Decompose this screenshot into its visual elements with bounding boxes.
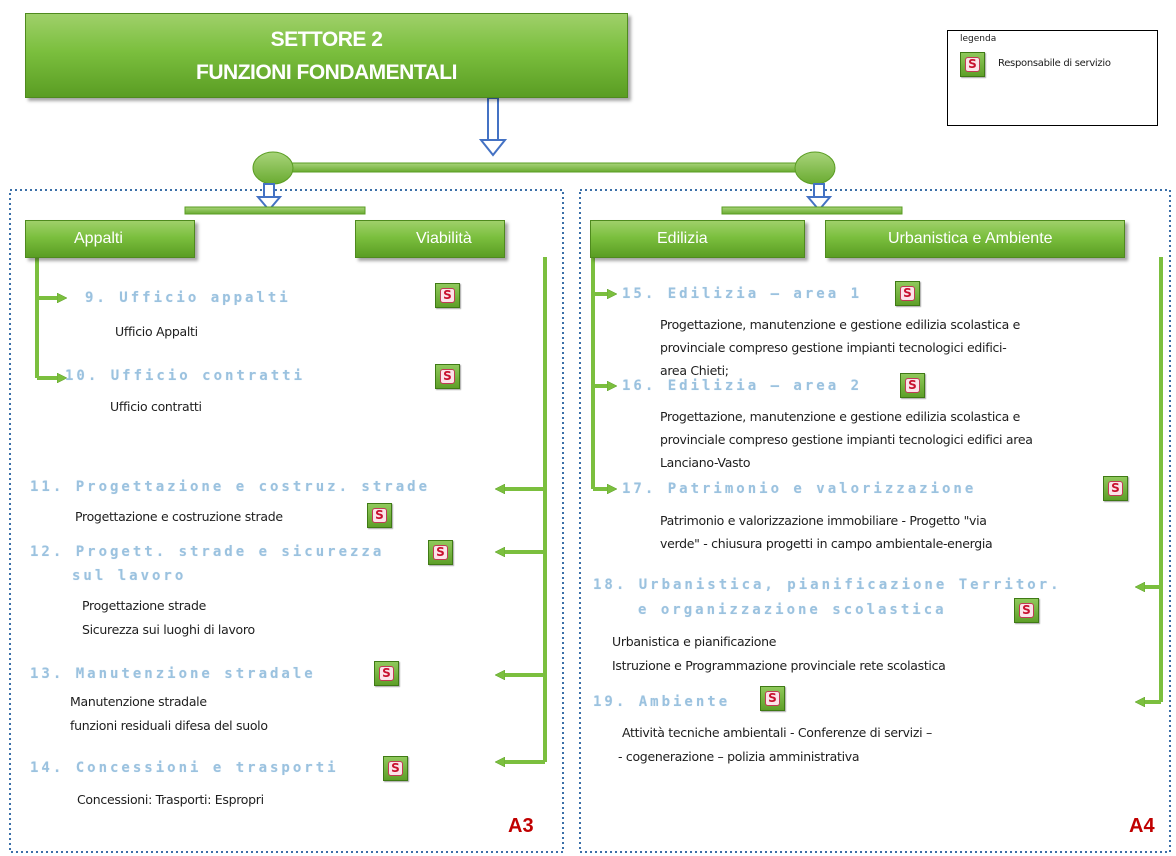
sector-title-line2: FUNZIONI FONDAMENTALI	[196, 60, 457, 84]
legend-responsible-badge-icon: S	[960, 52, 985, 77]
section-border-left	[9, 189, 564, 853]
item-15-desc-line1: Progettazione, manutenzione e gestione e…	[660, 317, 1020, 332]
area-box-viabilita: Viabilità	[355, 220, 505, 258]
item-13-desc-line1: Manutenzione stradale	[70, 694, 207, 709]
left-down-arrow-icon	[255, 183, 283, 212]
item-10-desc: Ufficio contratti	[110, 399, 202, 414]
item-13-title: 13. Manutenzione stradale	[30, 666, 316, 682]
item-14-desc: Concessioni: Trasporti: Espropri	[77, 792, 264, 807]
item-17-responsible-badge-icon: S	[1103, 476, 1128, 501]
item-9-title: 9. Ufficio appalti	[85, 290, 291, 306]
item-12-title: 12. Progett. strade e sicurezza	[30, 544, 385, 560]
area-box-urbanistica-ambiente: Urbanistica e Ambiente	[825, 220, 1125, 258]
area-label-viabilita: Viabilità	[416, 230, 472, 247]
area-label-urbanistica-ambiente: Urbanistica e Ambiente	[888, 230, 1053, 247]
item-19-desc-line2: - cogenerazione – polizia amministrativa	[618, 749, 860, 764]
item-13-responsible-badge-icon: S	[374, 661, 399, 686]
item-17-desc-line2: verde" - chiusura progetti in campo ambi…	[660, 536, 993, 551]
legend-title: legenda	[960, 34, 997, 44]
title-down-arrow-icon	[478, 97, 508, 157]
main-branch-bar	[271, 162, 826, 173]
item-16-desc-line3: Lanciano-Vasto	[660, 455, 751, 470]
item-11-title: 11. Progettazione e costruz. strade	[30, 479, 431, 495]
item-11-desc: Progettazione e costruzione strade	[75, 509, 283, 524]
area-label-edilizia: Edilizia	[657, 230, 708, 247]
legend-box: legenda S Responsabile di servizio	[947, 30, 1158, 126]
sector-title-box: SETTORE 2 FUNZIONI FONDAMENTALI	[25, 13, 628, 98]
section-code-left: A3	[508, 815, 534, 837]
branch-node-right	[794, 151, 836, 185]
item-10-title: 10. Ufficio contratti	[65, 368, 306, 384]
item-16-desc-line1: Progettazione, manutenzione e gestione e…	[660, 409, 1020, 424]
item-18-title-line2: e organizzazione scolastica	[638, 602, 947, 618]
item-19-title: 19. Ambiente	[593, 694, 731, 710]
item-17-title: 17. Patrimonio e valorizzazione	[622, 481, 977, 497]
legend-label: Responsabile di servizio	[998, 58, 1111, 69]
item-15-title: 15. Edilizia – area 1	[622, 286, 863, 302]
item-14-responsible-badge-icon: S	[383, 756, 408, 781]
item-18-desc-line2: Istruzione e Programmazione provinciale …	[612, 658, 946, 673]
sector-title-line1: SETTORE 2	[270, 27, 383, 51]
area-box-edilizia: Edilizia	[590, 220, 805, 258]
item-9-desc: Ufficio Appalti	[115, 324, 198, 339]
item-17-desc-line1: Patrimonio e valorizzazione immobiliare …	[660, 513, 987, 528]
right-down-arrow-icon	[805, 183, 833, 212]
item-11-responsible-badge-icon: S	[367, 503, 392, 528]
item-12-desc-line2: Sicurezza sui luoghi di lavoro	[82, 622, 255, 637]
item-12-title-line2: sul lavoro	[72, 568, 187, 584]
item-18-desc-line1: Urbanistica e pianificazione	[612, 634, 777, 649]
item-12-responsible-badge-icon: S	[428, 540, 453, 565]
item-15-desc-line2: provinciale compreso gestione impianti t…	[660, 340, 1007, 355]
item-18-responsible-badge-icon: S	[1014, 598, 1039, 623]
item-12-desc-line1: Progettazione strade	[82, 598, 207, 613]
area-label-appalti: Appalti	[74, 230, 123, 247]
item-13-desc-line2: funzioni residuali difesa del suolo	[70, 718, 268, 733]
item-15-desc-line3: area Chieti;	[660, 363, 729, 378]
area-box-appalti: Appalti	[25, 220, 195, 258]
section-code-right: A4	[1129, 815, 1155, 837]
section-border-right	[579, 189, 1171, 853]
item-10-responsible-badge-icon: S	[435, 364, 460, 389]
item-15-responsible-badge-icon: S	[895, 281, 920, 306]
branch-node-left	[252, 151, 294, 185]
item-9-responsible-badge-icon: S	[435, 283, 460, 308]
item-16-desc-line2: provinciale compreso gestione impianti t…	[660, 432, 1033, 447]
item-18-title: 18. Urbanistica, pianificazione Territor…	[593, 577, 1062, 593]
item-16-title: 16. Edilizia – area 2	[622, 378, 863, 394]
item-14-title: 14. Concessioni e trasporti	[30, 760, 339, 776]
item-19-desc-line1: Attività tecniche ambientali - Conferenz…	[622, 725, 932, 740]
item-16-responsible-badge-icon: S	[900, 373, 925, 398]
item-19-responsible-badge-icon: S	[760, 686, 785, 711]
